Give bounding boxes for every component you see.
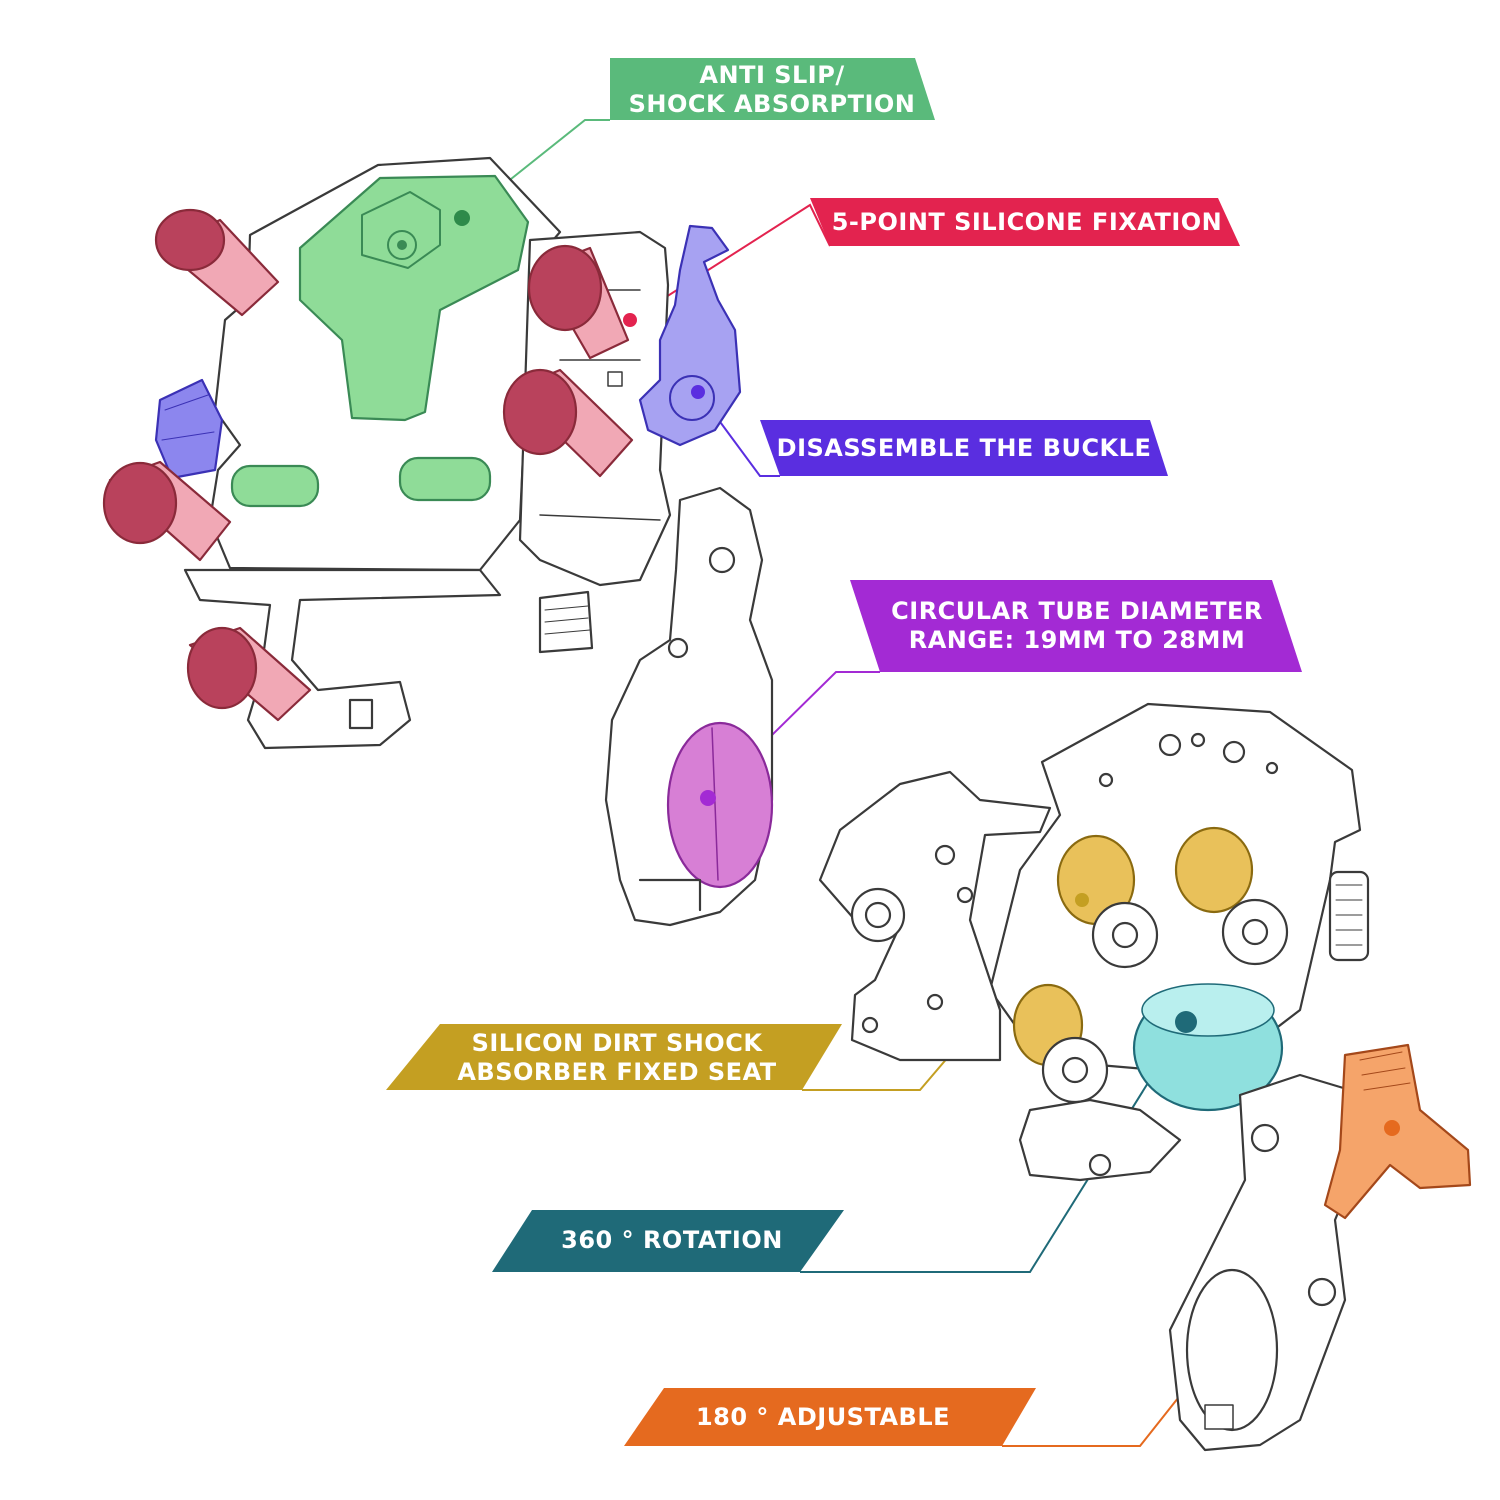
silicone-pegs	[102, 208, 637, 722]
label-adjustable-line-1: 180 ° ADJUSTABLE	[695, 1403, 951, 1432]
buckle-marker	[691, 385, 705, 399]
label-shock-seat: SILICON DIRT SHOCK ABSORBER FIXED SEAT	[422, 1026, 812, 1090]
label-anti-slip: ANTI SLIP/ SHOCK ABSORPTION	[612, 60, 932, 120]
label-tube-line-1: CIRCULAR TUBE DIAMETER	[891, 596, 1263, 625]
label-rotation: 360 ° ROTATION	[512, 1212, 832, 1270]
leader-rotation	[800, 1021, 1187, 1273]
banner-five-point	[810, 198, 1240, 246]
label-anti-slip-line-1: ANTI SLIP/	[699, 60, 845, 89]
lower-pad-left	[230, 464, 320, 508]
phone-holder-front	[102, 156, 774, 927]
label-adjustable: 180 ° ADJUSTABLE	[648, 1390, 998, 1446]
back-sliding-arm	[818, 770, 1052, 1062]
label-shock-seat-line-1: SILICON DIRT SHOCK	[471, 1028, 763, 1057]
label-five-point: 5-POINT SILICONE FIXATION	[822, 200, 1232, 246]
label-rotation-line-1: 360 ° ROTATION	[561, 1226, 783, 1255]
label-banners	[386, 58, 1302, 1446]
tube-marker	[700, 790, 716, 806]
shock-seat-marker	[1075, 893, 1089, 907]
banner-rotation	[492, 1210, 844, 1272]
label-five-point-line-1: 5-POINT SILICONE FIXATION	[831, 208, 1223, 237]
shock-absorbers	[1012, 826, 1254, 1067]
adjust-marker	[1384, 1120, 1400, 1136]
banner-anti-slip	[610, 58, 935, 120]
label-tube-diameter: CIRCULAR TUBE DIAMETER RANGE: 19MM TO 28…	[862, 582, 1292, 670]
mount-screws	[1041, 898, 1289, 1104]
label-buckle-line-1: DISASSEMBLE THE BUCKLE	[776, 434, 1152, 463]
label-shock-seat-line-2: ABSORBER FIXED SEAT	[457, 1058, 777, 1086]
side-knob	[154, 378, 224, 480]
back-side-knob	[1328, 870, 1370, 962]
back-plate	[988, 702, 1362, 1077]
banner-tube	[850, 580, 1302, 672]
buckle-lever	[638, 224, 742, 447]
anti-slip-pad	[298, 174, 530, 422]
banner-shock-seat	[386, 1024, 842, 1090]
label-tube-line-2: RANGE: 19MM TO 28MM	[908, 626, 1246, 654]
label-anti-slip-line-2: SHOCK ABSORPTION	[628, 90, 916, 118]
lower-pad-right	[398, 456, 492, 502]
tube-opening	[666, 721, 774, 889]
banner-buckle	[760, 420, 1168, 476]
phone-holder-back	[818, 702, 1472, 1452]
label-buckle: DISASSEMBLE THE BUCKLE	[772, 423, 1156, 475]
rotation-marker	[1175, 1011, 1197, 1033]
five-point-marker	[623, 313, 637, 327]
anti-slip-marker	[454, 210, 470, 226]
banner-adjustable	[624, 1388, 1036, 1446]
